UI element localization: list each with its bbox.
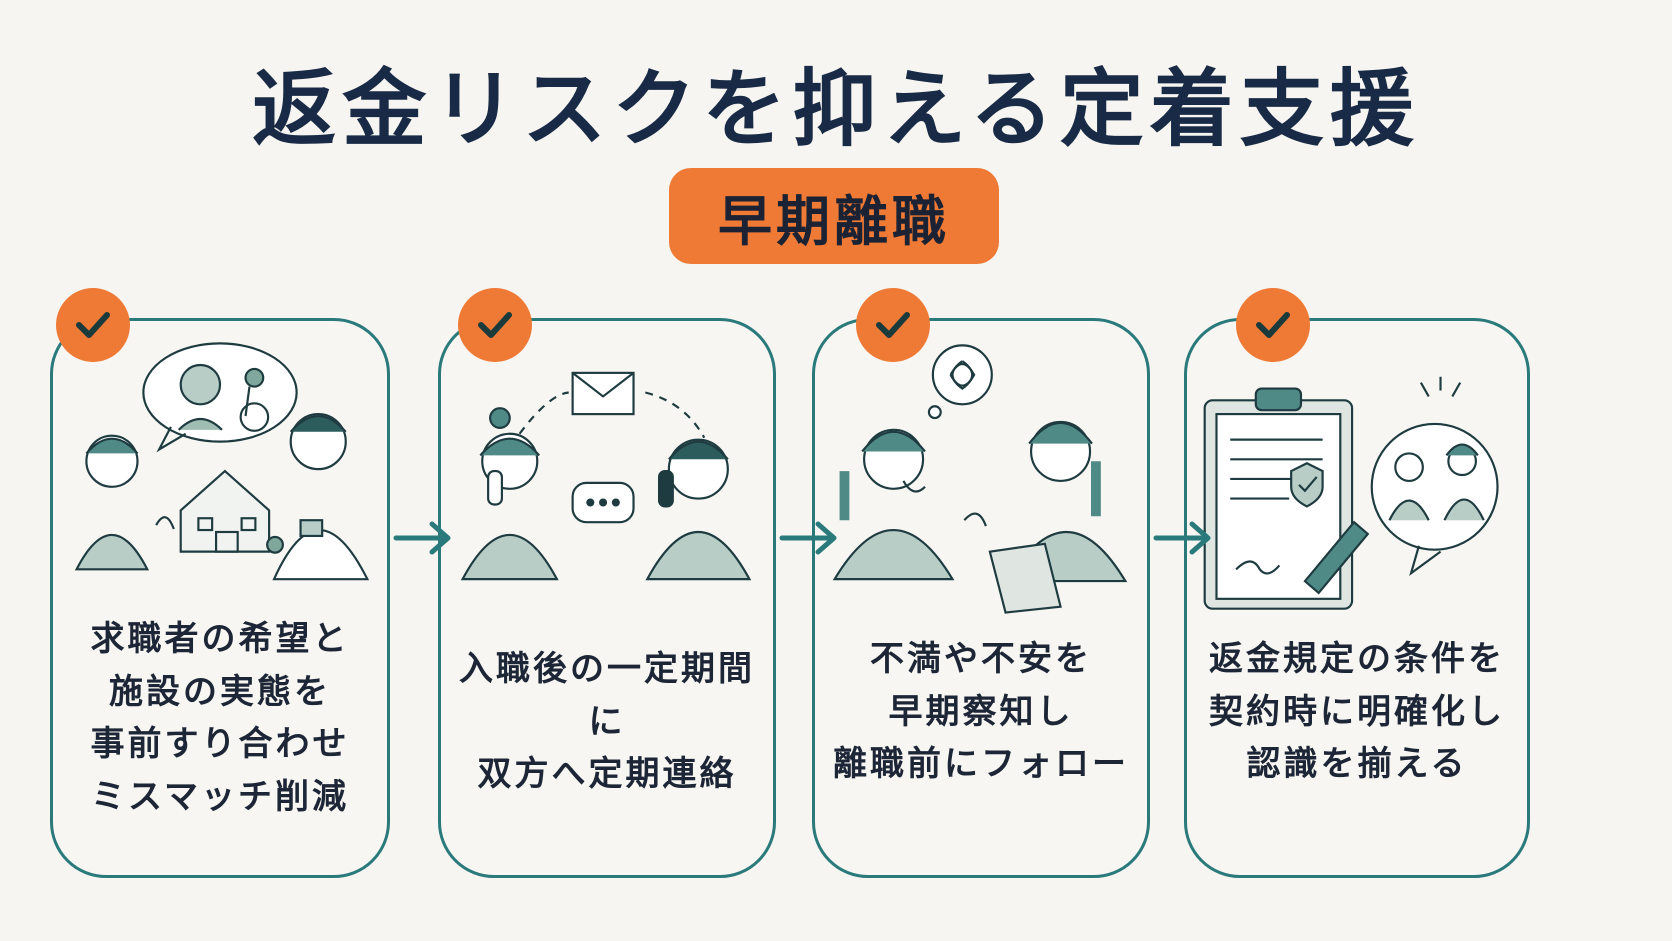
step-2-line-1: 入職後の一定期間に <box>459 649 755 742</box>
step-3-line-3: 離職前にフォロー <box>833 744 1129 785</box>
early-turnover-badge: 早期離職 <box>669 168 999 264</box>
matching-meeting-illustration <box>74 342 370 581</box>
step-3-check-icon <box>856 288 930 362</box>
regular-contact-illustration <box>460 371 752 581</box>
step-4-line-3: 認識を揃える <box>1246 744 1468 785</box>
early-detection-illustration <box>832 344 1128 614</box>
step-card-3: 不満や不安を 早期察知し 離職前にフォロー <box>812 318 1150 878</box>
step-3-line-2: 早期察知し <box>888 691 1074 732</box>
contract-clarity-illustration <box>1203 376 1499 610</box>
step-1-line-1: 求職者の希望と <box>90 619 350 659</box>
step-1-line-2: 施設の実態を <box>109 671 331 712</box>
step-4-check-icon <box>1236 288 1310 362</box>
page-title: 返金リスクを抑える定着支援 <box>252 60 1420 158</box>
step-card-2: 入職後の一定期間に 双方へ定期連絡 <box>438 318 776 878</box>
step-1-check-icon <box>56 288 130 362</box>
step-4-line-1: 返金規定の条件を <box>1209 639 1505 679</box>
step-1-line-4: ミスマッチ削減 <box>91 777 349 818</box>
step-1-line-3: 事前すり合わせ <box>90 724 350 765</box>
step-2-line-2: 双方へ定期連絡 <box>477 754 737 795</box>
arrow-right-icon <box>393 521 451 555</box>
step-3-line-1: 不満や不安を <box>870 639 1092 679</box>
step-2-check-icon <box>458 288 532 362</box>
step-card-4: 返金規定の条件を 契約時に明確化し 認識を揃える <box>1184 318 1530 878</box>
step-card-1: 求職者の希望と 施設の実態を 事前すり合わせ ミスマッチ削減 <box>50 318 390 878</box>
arrow-right-icon <box>779 521 837 555</box>
arrow-right-icon <box>1153 521 1211 555</box>
step-4-line-2: 契約時に明確化し <box>1209 691 1505 732</box>
